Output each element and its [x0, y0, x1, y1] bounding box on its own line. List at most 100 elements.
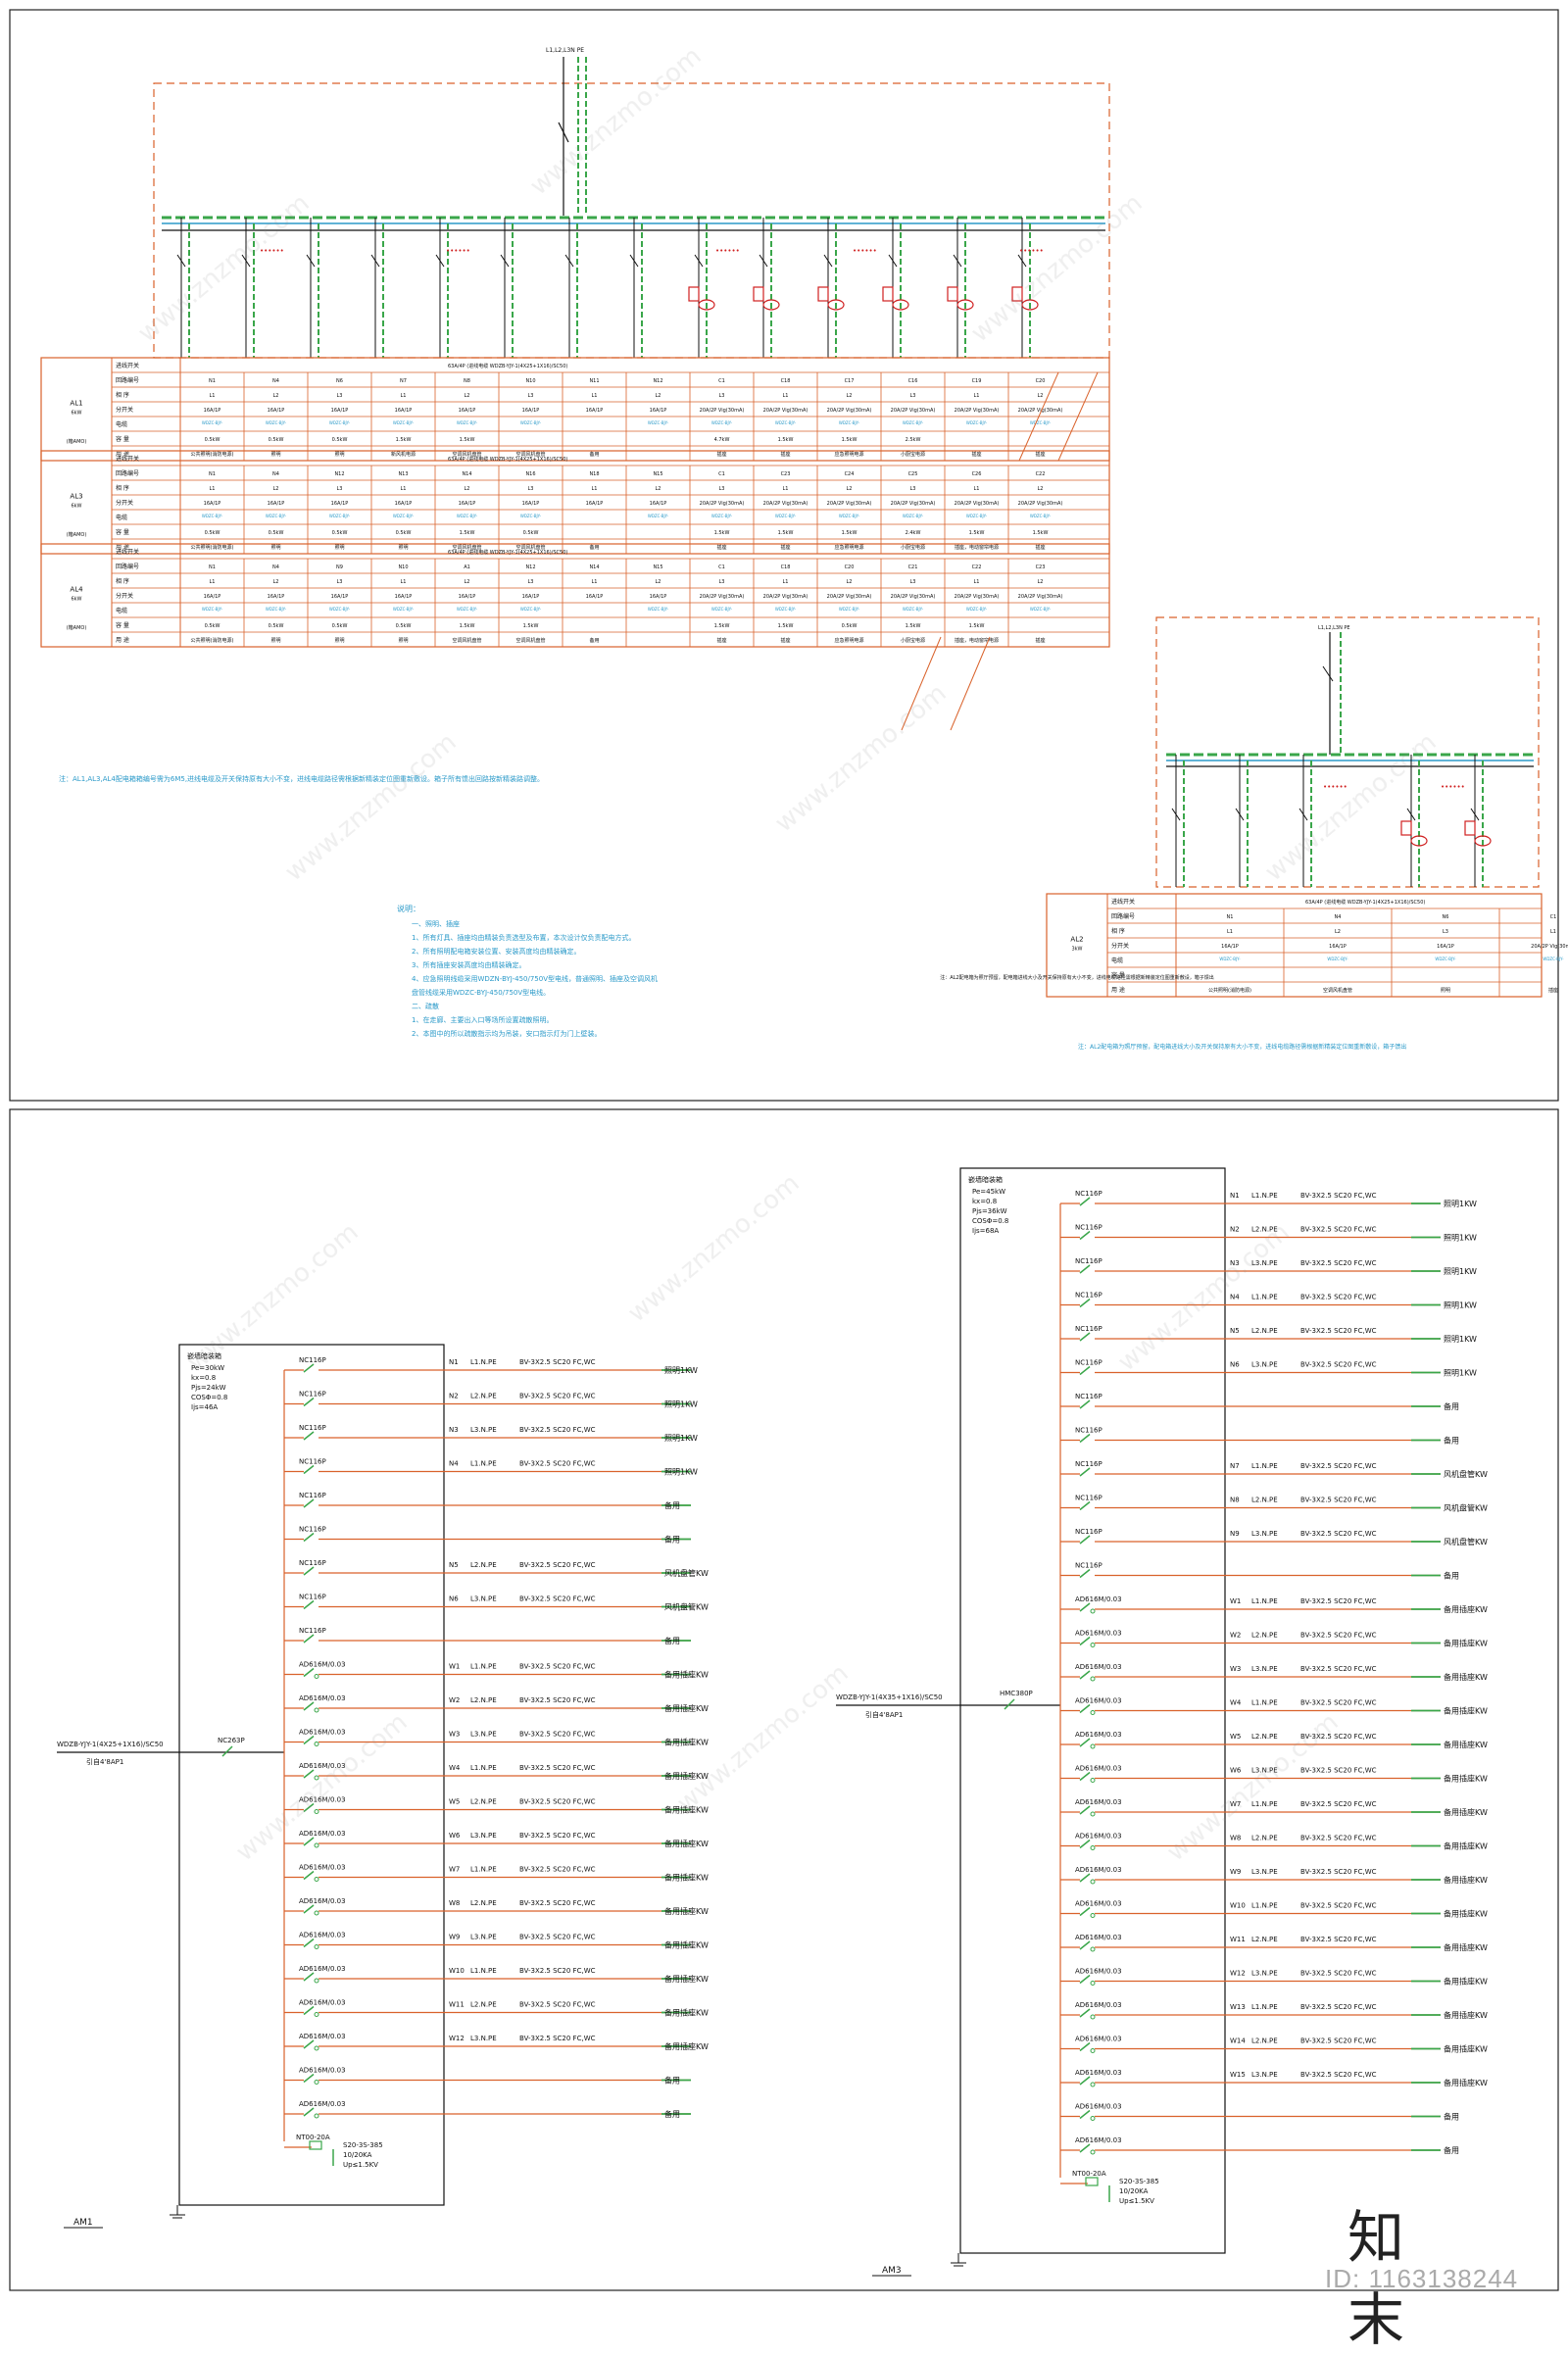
cell-use: 应急照明电源 — [834, 451, 863, 458]
am-circuit-cable: BV-3X2.5 SC20 FC,WC — [1300, 1699, 1377, 1707]
cell-breaker: 16A/1P — [395, 594, 413, 600]
cell-cable: WDZC-BJY- — [457, 420, 478, 425]
am-circuit-phase: L1.N.PE — [1251, 1597, 1278, 1605]
cell-cable: WDZC-BJY- — [266, 607, 287, 612]
am-param: kx=0.8 — [972, 1198, 997, 1205]
panel-note: (箱AMO) — [67, 438, 87, 445]
cell-breaker: 20A/2P Vig(30mA) — [955, 594, 1000, 600]
am-breaker-label: AD616M/0.03 — [1075, 1663, 1122, 1671]
am-param: kx=0.8 — [191, 1374, 216, 1382]
am-breaker-label: AD616M/0.03 — [299, 1864, 346, 1872]
am-row-switch — [1079, 1636, 1091, 1646]
am-breaker-label: AD616M/0.03 — [299, 1661, 346, 1669]
explain-line: 盘管线缆采用WDZC-BYJ-450/750V型电线。 — [412, 988, 550, 997]
am-circuit-id: W12 — [1230, 1970, 1246, 1978]
am-rcd-dot — [1090, 2149, 1096, 2155]
panel-table — [40, 543, 1110, 648]
branch-switch — [888, 254, 898, 268]
cell-use: 空调风机盘管 — [452, 637, 481, 644]
am-circuit-phase: L3.N.PE — [470, 1426, 497, 1434]
ellipsis-dots: •••••• — [853, 247, 877, 255]
am-circuit-cable: BV-3X2.5 SC20 FC,WC — [1300, 1970, 1377, 1978]
row-label: 分开关 — [116, 499, 133, 507]
am-circuit-cable: BV-3X2.5 SC20 FC,WC — [519, 1595, 596, 1603]
am-circuit-id: W4 — [449, 1764, 461, 1772]
am-circuit-id: N6 — [449, 1595, 459, 1603]
cell-phase: L3 — [528, 579, 534, 585]
am-breaker-label: NC116P — [1075, 1257, 1102, 1265]
am-breaker-label: AD616M/0.03 — [299, 1932, 346, 1939]
am-circuit-cable: BV-3X2.5 SC20 FC,WC — [1300, 1530, 1377, 1538]
rcd-symbol — [882, 286, 894, 302]
cell-loops: C1 — [718, 564, 725, 570]
am-circuit-id: N7 — [1230, 1462, 1240, 1470]
cell-phase: L1 — [210, 579, 216, 585]
am-circuit-use: 照明1KW — [664, 1400, 698, 1409]
cell-loops: N7 — [400, 378, 407, 384]
cell-breaker: 20A/2P Vig(30mA) — [1018, 501, 1063, 507]
cell-phase: L2 — [656, 486, 662, 492]
am-breaker-label: AD616M/0.03 — [1075, 1731, 1122, 1739]
cell-load: 0.5kW — [269, 437, 284, 443]
am-circuit-use: 备用 — [664, 1535, 680, 1545]
cell-phase: L2 — [465, 486, 470, 492]
am-row-switch — [303, 1904, 315, 1914]
cell-cable: WDZC-BJY- — [393, 607, 415, 612]
am-spd-param: Up≤1.5KV — [343, 2161, 378, 2169]
am-breaker-label: AD616M/0.03 — [1075, 1968, 1122, 1976]
cell-breaker: 16A/1P — [459, 594, 476, 600]
cell-use: 照明 — [398, 545, 408, 551]
am-param: COSΦ=0.8 — [191, 1394, 227, 1401]
am-circuit-cable: BV-3X2.5 SC20 FC,WC — [519, 1358, 596, 1366]
cell-loops: N10 — [525, 378, 535, 384]
cell-load: 0.5kW — [396, 623, 412, 629]
am-circuit-cable: BV-3X2.5 SC20 FC,WC — [519, 1731, 596, 1739]
am-circuit-phase: L2.N.PE — [470, 1561, 497, 1569]
cell-cable: WDZC-BJY- — [329, 514, 351, 518]
cell-load: 0.5kW — [332, 530, 348, 536]
am-circuit-use: 备用插座KW — [664, 1906, 709, 1916]
am-circuit-id: N8 — [1230, 1497, 1240, 1504]
cell-cable: WDZC-BJY- — [839, 514, 860, 518]
am-rcd-dot — [314, 1707, 319, 1713]
ellipsis-dots: •••••• — [446, 247, 470, 255]
am-box-title: 嵌墙暗装箱 — [187, 1351, 221, 1360]
am-row-switch — [1079, 1771, 1091, 1782]
watermark-pattern: www.znzmo.comwww.znzmo.comwww.znzmo.comw… — [132, 41, 1442, 1867]
am-circuit-use: 风机盘管KW — [664, 1568, 709, 1578]
am-breaker-label: AD616M/0.03 — [1075, 2036, 1122, 2043]
am-row-switch — [303, 1634, 315, 1644]
cell-load: 4.7kW — [714, 437, 730, 443]
cell-use: 照明 — [334, 545, 344, 551]
am-circuit-id: W6 — [449, 1832, 461, 1840]
cell-loops: C19 — [972, 378, 982, 384]
cell-cable: WDZC-BJY- — [966, 607, 988, 612]
am-breaker-label: NC116P — [1075, 1325, 1102, 1333]
am-circuit-cable: BV-3X2.5 SC20 FC,WC — [519, 2035, 596, 2042]
am-label: AM1 — [74, 2218, 93, 2228]
am-circuit-id: W14 — [1230, 2037, 1246, 2045]
panel-note: (箱AMO) — [67, 531, 87, 538]
cell-breaker: 20A/2P Vig(30mA) — [763, 594, 808, 600]
am-breaker-label: NC116P — [299, 1424, 326, 1432]
cell-phase: L2 — [1038, 579, 1044, 585]
am-row-switch — [1079, 1703, 1091, 1714]
cell-loops: N12 — [334, 471, 344, 477]
watermark-text: www.znzmo.com — [965, 188, 1148, 348]
am-main-breaker: HMC380P — [1000, 1690, 1033, 1697]
am-circuit-cable: BV-3X2.5 SC20 FC,WC — [519, 1967, 596, 1975]
am-circuit-id: W7 — [449, 1866, 460, 1874]
am-circuit-phase: L3.N.PE — [1251, 1530, 1278, 1538]
cell-cable: WDZC-BJY- — [393, 514, 415, 518]
cell-cable: WDZC-BJY- — [1030, 607, 1052, 612]
am-rcd-dot — [1090, 2048, 1096, 2053]
am-circuit-use: 备用插座KW — [1444, 1909, 1488, 1919]
am-circuit-use: 风机盘管KW — [1444, 1537, 1488, 1546]
am-breaker-label: AD616M/0.03 — [1075, 1697, 1122, 1705]
am-circuit-cable: BV-3X2.5 SC20 FC,WC — [1300, 1462, 1377, 1470]
panel-note: 注：AL2配电箱为照厅预留，配电箱进线大小及开关保持原有大小不变，进线电缆路径需… — [940, 974, 1213, 981]
am-circuit-phase: L1.N.PE — [470, 1460, 497, 1468]
row-label: 进线开关 — [116, 362, 139, 369]
am-row-switch — [1079, 1467, 1091, 1477]
am-breaker-label: AD616M/0.03 — [299, 1762, 346, 1770]
